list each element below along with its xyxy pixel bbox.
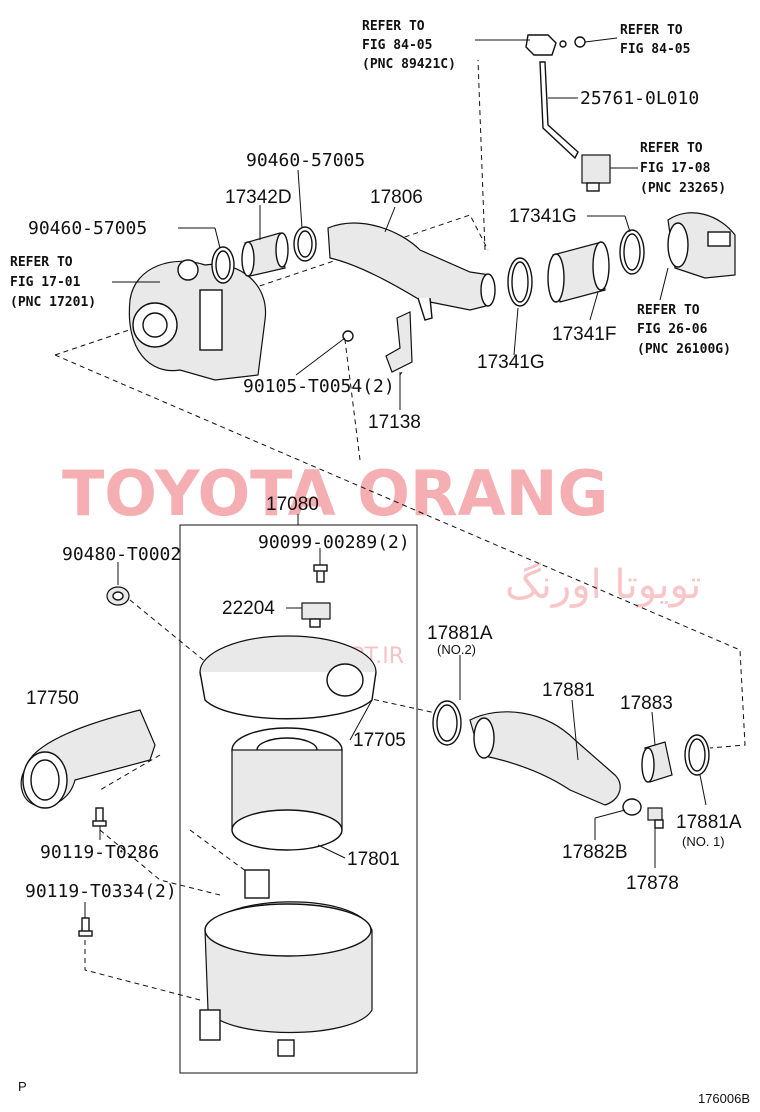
sleeve-17883 <box>641 741 673 783</box>
hose-17881 <box>469 711 621 806</box>
label-17801: 17801 <box>347 849 400 870</box>
label-90460-57005-top: 90460-57005 <box>246 150 365 171</box>
label-17881A-bottom-sub: (NO. 1) <box>682 834 725 849</box>
clamp-90460-right <box>293 226 317 262</box>
label-17750: 17750 <box>26 688 79 709</box>
vacuum-hose-25761 <box>539 61 579 160</box>
label-17881: 17881 <box>542 680 595 701</box>
ref-fig84-left-line1: REFER TO <box>362 19 425 34</box>
clamp-17881A-no2 <box>432 700 462 746</box>
label-90119-T0334: 90119-T0334(2) <box>25 881 177 902</box>
label-17881A-bottom: 17881A <box>676 812 742 833</box>
pipe-17806 <box>327 222 496 321</box>
vsv-part <box>525 34 586 56</box>
hose-17342D <box>241 232 289 277</box>
watermark-persian: تویوتا اورنگ <box>505 562 701 608</box>
ref-fig17-01-line2: FIG 17-01 <box>10 275 81 290</box>
footer-figure-id: 176006B <box>698 1091 750 1106</box>
ref-fig17-01-line1: REFER TO <box>10 255 73 270</box>
ref-fig26-06-line2: FIG 26-06 <box>637 322 708 337</box>
label-90119-T0286: 90119-T0286 <box>40 842 159 863</box>
ref-fig17-08-line3: (PNC 23265) <box>640 181 726 196</box>
throttle-body <box>667 212 736 279</box>
ref-fig26-06-line3: (PNC 26100G) <box>637 342 731 357</box>
label-17881A-top: 17881A <box>427 623 493 644</box>
label-17882B: 17882B <box>562 842 628 863</box>
sensor-22204 <box>301 602 331 628</box>
label-25761-0L010: 25761-0L010 <box>580 88 699 109</box>
label-90460-57005-left: 90460-57005 <box>28 218 147 239</box>
label-17878: 17878 <box>626 873 679 894</box>
ref-fig84-left-line3: (PNC 89421C) <box>362 57 456 72</box>
label-17806: 17806 <box>370 187 423 208</box>
ref-fig26-06-line1: REFER TO <box>637 303 700 318</box>
label-17138: 17138 <box>368 412 421 433</box>
label-17705: 17705 <box>353 730 406 751</box>
leader-lines <box>84 37 707 918</box>
label-90099-00289: 90099-00289(2) <box>258 532 410 553</box>
vsv-bottom-part <box>581 154 611 192</box>
clamp-17341G-right <box>619 229 645 275</box>
clamp-17881A-no1 <box>684 734 710 776</box>
ref-fig84-left-line2: FIG 84-05 <box>362 38 432 53</box>
bolt-90099 <box>313 564 328 583</box>
hose-17341F <box>547 241 610 303</box>
label-90105-T0054: 90105-T0054(2) <box>243 376 395 397</box>
ref-fig84-right-line1: REFER TO <box>620 23 683 38</box>
filter-17801 <box>231 727 343 851</box>
clamp-17341G-left <box>507 257 533 307</box>
clamp-90460-left <box>211 246 235 284</box>
label-17080: 17080 <box>266 494 319 515</box>
label-17883: 17883 <box>620 693 673 714</box>
turbocharger <box>128 259 267 381</box>
bolt-90105 <box>342 330 354 342</box>
label-17341F: 17341F <box>552 324 616 345</box>
case-lower <box>199 869 373 1057</box>
bracket-17138 <box>385 311 413 373</box>
duct-17750 <box>20 709 156 809</box>
label-17342D: 17342D <box>225 187 292 208</box>
ref-fig17-01-line3: (PNC 17201) <box>10 295 96 310</box>
label-17881A-top-sub: (NO.2) <box>437 642 476 657</box>
watermark-main: TOYOTA ORANG <box>62 457 608 530</box>
ref-fig84-right-line2: FIG 84-05 <box>620 42 690 57</box>
label-17341G-top: 17341G <box>509 206 577 227</box>
label-22204: 22204 <box>222 598 275 619</box>
ref-fig17-08-line1: REFER TO <box>640 141 703 156</box>
label-17341G-bottom: 17341G <box>477 352 545 373</box>
grommet-90480 <box>106 586 130 606</box>
sensor-17878 <box>647 807 664 829</box>
footer-left-code: P <box>18 1079 27 1094</box>
bolt-90119-upper <box>92 807 107 827</box>
label-90480-T0002: 90480-T0002 <box>62 544 181 565</box>
cap-17705 <box>199 635 377 720</box>
oring-17882B <box>622 798 642 816</box>
bolt-90119-lower <box>78 917 93 937</box>
ref-fig17-08-line2: FIG 17-08 <box>640 161 711 176</box>
